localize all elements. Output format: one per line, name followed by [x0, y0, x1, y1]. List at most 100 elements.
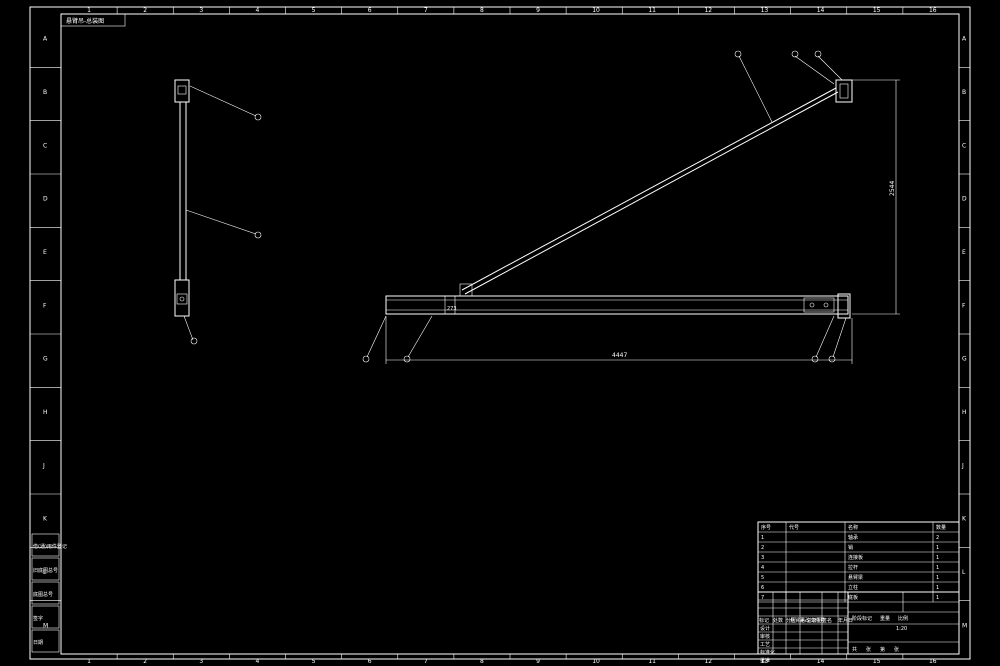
bom-cell: 1 — [936, 545, 939, 551]
svg-text:张: 张 — [894, 646, 899, 653]
column-zone-label: 13 — [761, 658, 769, 665]
row-zone-label: B — [962, 89, 966, 96]
row-zone-label: E — [43, 249, 47, 256]
column-zone-label: 8 — [480, 658, 484, 665]
row-zone-label: J — [42, 462, 45, 469]
column-zone-ticks: 1122334455667788991010111112121313141415… — [87, 7, 937, 665]
weight-label: 重量 — [880, 615, 890, 622]
bom-header: 序号 — [761, 524, 771, 531]
bom-header: 数量 — [936, 524, 946, 531]
design-label: 审核 — [760, 633, 770, 640]
column-zone-label: 6 — [368, 7, 372, 14]
left-panel-label: 旧底图总号 — [33, 567, 58, 574]
design-label: 批准 — [760, 657, 770, 664]
row-zone-label: E — [962, 249, 966, 256]
row-zone-label: M — [43, 622, 48, 629]
left-panel-label: 借(通)用件登记 — [33, 543, 67, 550]
row-zone-label: D — [43, 196, 48, 203]
bom-cell: 2 — [761, 545, 764, 551]
revision-label: 签名 — [822, 617, 832, 624]
design-label: 标准化 — [760, 649, 775, 656]
scale-label: 比例 — [898, 615, 908, 622]
column-zone-label: 5 — [312, 7, 316, 14]
svg-text:第: 第 — [880, 646, 885, 653]
design-label: 设计 — [760, 625, 770, 632]
bom-cell: 1 — [936, 565, 939, 571]
header-label-box — [60, 13, 126, 27]
column-zone-label: 16 — [929, 7, 937, 14]
bom-cell: 7 — [761, 595, 764, 601]
row-zone-label: A — [962, 36, 967, 43]
bom-cell: 立柱 — [848, 584, 858, 591]
bom-header: 代号 — [789, 524, 799, 531]
row-zone-label: F — [962, 302, 966, 309]
row-zone-label: M — [962, 622, 967, 629]
column-zone-label: 4 — [255, 7, 259, 14]
column-zone-label: 7 — [424, 7, 428, 14]
column-zone-label: 15 — [873, 658, 881, 665]
row-zone-label: A — [43, 36, 48, 43]
column-zone-label: 3 — [199, 658, 203, 665]
boom — [385, 295, 849, 315]
column-zone-label: 11 — [648, 658, 656, 665]
scale-value: 1:20 — [896, 626, 907, 632]
svg-text:张: 张 — [866, 646, 871, 653]
column-zone-label: 2 — [143, 7, 147, 14]
side-view-column — [174, 79, 262, 345]
row-zone-label: C — [43, 142, 47, 149]
row-zone-label: L — [43, 569, 47, 576]
column-zone-label: 13 — [761, 7, 769, 14]
column-zone-label: 12 — [704, 658, 712, 665]
tie-rod — [461, 87, 837, 291]
revision-label: 标记 — [759, 617, 769, 624]
stage-label: 阶段标记 — [852, 615, 872, 622]
column-zone-label: 10 — [592, 7, 600, 14]
column-zone-label: 3 — [199, 7, 203, 14]
bom-cell: 1 — [936, 555, 939, 561]
column-zone-label: 9 — [536, 658, 540, 665]
revision-label: 更改文件号 — [800, 617, 825, 624]
column-zone-label: 1 — [87, 658, 91, 665]
row-zone-label: K — [43, 516, 48, 523]
row-zone-label: H — [962, 409, 967, 416]
row-zone-label: H — [43, 409, 48, 416]
bom-cell: 轴承 — [848, 534, 858, 541]
bom-header: 名称 — [848, 524, 858, 531]
column-zone-label: 12 — [704, 7, 712, 14]
column-zone-label: 10 — [592, 658, 600, 665]
left-panel-label: 底图总号 — [33, 591, 53, 598]
bom-cell: 5 — [761, 575, 764, 581]
outer-frame — [29, 6, 971, 660]
column-zone-label: 15 — [873, 7, 881, 14]
height-dim: 2544 — [889, 181, 896, 196]
revision-label: 分区 — [786, 617, 796, 624]
column-zone-label: 5 — [312, 658, 316, 665]
front-view-jib: 273 2544 4447 — [362, 50, 900, 364]
drawing-name: 悬臂吊-总装图 — [790, 617, 822, 624]
row-zone-label: D — [962, 196, 967, 203]
bom-cell: 3 — [761, 555, 764, 561]
revision-label: 年月日 — [838, 617, 853, 624]
row-zone-label: F — [43, 302, 47, 309]
boom-length-dim: 4447 — [612, 352, 627, 359]
svg-text:共: 共 — [852, 646, 857, 653]
top-bracket — [174, 79, 190, 103]
revision-label: 处数 — [773, 617, 783, 624]
bom-cell: 悬臂梁 — [848, 574, 863, 581]
bom-cell: 1 — [761, 535, 764, 541]
row-zone-label: K — [962, 516, 967, 523]
column-zone-label: 14 — [817, 7, 825, 14]
bom-cell: 6 — [761, 585, 764, 591]
left-panel-label: 日期 — [33, 640, 43, 646]
row-zone-label: L — [962, 569, 966, 576]
row-zone-label: J — [961, 462, 964, 469]
column-zone-label: 8 — [480, 7, 484, 14]
column-zone-label: 1 — [87, 7, 91, 14]
row-zone-label: G — [962, 356, 967, 363]
left-panel-label: 签字 — [33, 615, 43, 622]
bom-cell: 销 — [848, 544, 853, 551]
